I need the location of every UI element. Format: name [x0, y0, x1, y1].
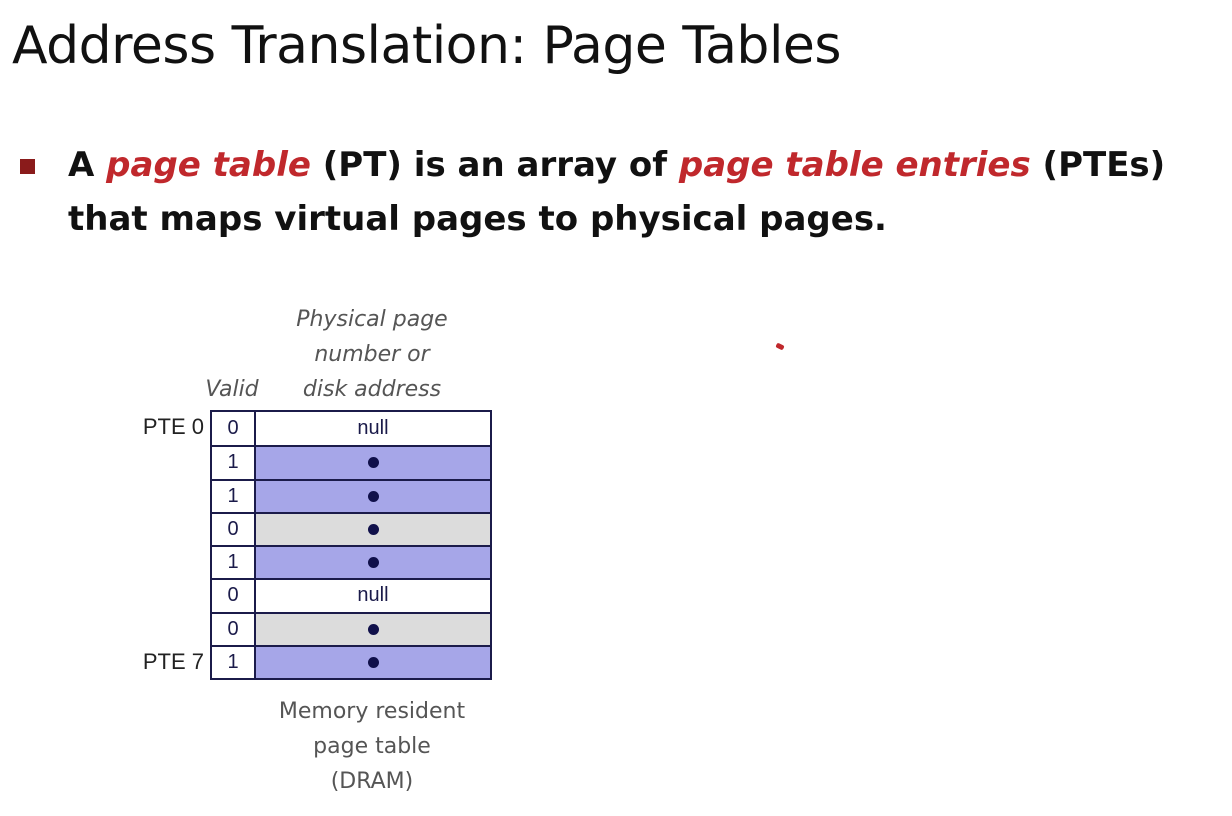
ppn-cell [256, 646, 490, 678]
caption-line: Memory resident [278, 699, 466, 724]
slide-title: Address Translation: Page Tables [12, 16, 841, 76]
valid-bit-cell: 1 [212, 447, 256, 479]
term-page-table-entries: page table entries [678, 145, 1031, 185]
ppn-column-header: Physical page number or disk address [262, 302, 482, 407]
pointer-dot-icon [367, 490, 379, 502]
ppn-cell [256, 547, 490, 579]
bullet-text-part: A [68, 145, 107, 185]
term-page-table: page table [106, 145, 311, 185]
valid-column-header: Valid [205, 377, 259, 402]
pte-row: 0 [212, 511, 490, 545]
caption-line: page table [313, 734, 431, 759]
pointer-dot-icon [367, 656, 379, 668]
ppn-header-line: disk address [302, 377, 442, 402]
pte-last-label: PTE 7 [142, 649, 204, 674]
pointer-mark [775, 342, 785, 351]
bullet-text-part: (PT) is an array of [310, 145, 679, 185]
ppn-header-line: number or [314, 342, 430, 367]
pointer-dot-icon [367, 523, 379, 535]
pte-row: 0 [212, 611, 490, 645]
ppn-cell [256, 480, 490, 512]
pte-row: 1 [212, 545, 490, 579]
valid-bit-cell: 1 [212, 547, 256, 579]
pte-first-label: PTE 0 [142, 414, 204, 439]
pointer-dot-icon [367, 457, 379, 469]
ppn-cell [256, 447, 490, 479]
valid-bit-cell: 0 [212, 580, 256, 612]
ppn-header-line: Physical page [296, 307, 448, 332]
valid-bit-cell: 0 [212, 513, 256, 545]
valid-bit-cell: 1 [212, 480, 256, 512]
pte-row: 1 [212, 445, 490, 479]
bullet-square-icon [20, 159, 35, 174]
pointer-dot-icon [367, 623, 379, 635]
ppn-cell [256, 613, 490, 645]
valid-bit-cell: 1 [212, 646, 256, 678]
caption-line: (DRAM) [330, 769, 414, 794]
ppn-cell: null [256, 412, 490, 446]
ppn-cell: null [256, 580, 490, 612]
page-table-caption: Memory resident page table (DRAM) [242, 694, 502, 799]
pte-row: 1 [212, 644, 490, 678]
bullet-point: A page table (PT) is an array of page ta… [20, 138, 1210, 246]
bullet-text-part: (PTEs) that maps virtual pages to physic… [68, 145, 1166, 239]
bullet-text: A page table (PT) is an array of page ta… [68, 138, 1210, 246]
ppn-cell [256, 513, 490, 545]
pte-row: 1 [212, 478, 490, 512]
pointer-dot-icon [367, 557, 379, 569]
valid-bit-cell: 0 [212, 412, 256, 446]
valid-bit-cell: 0 [212, 613, 256, 645]
